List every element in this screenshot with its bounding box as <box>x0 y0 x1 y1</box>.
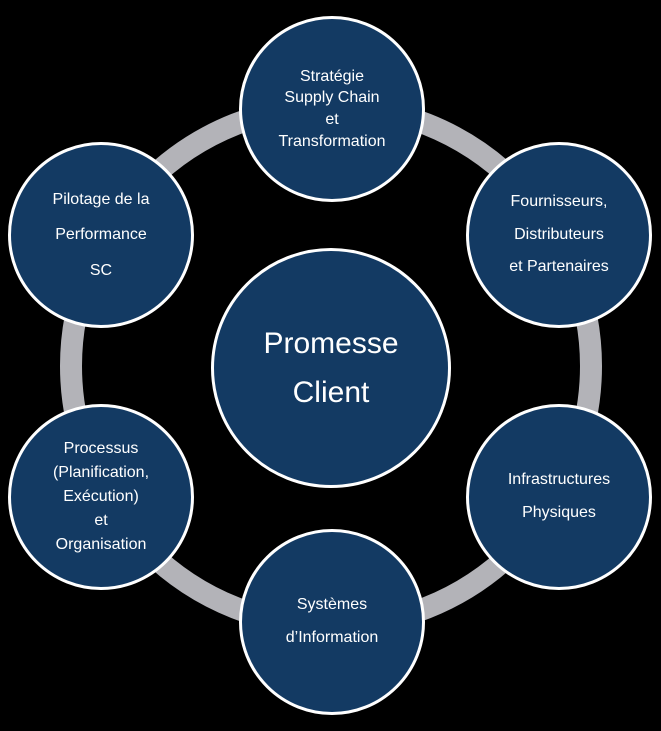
node-promesse-client-label: Promesse Client <box>263 326 399 410</box>
node-strategie-label: Stratégie Supply Chain et Transformation <box>278 67 386 150</box>
node-pilotage-label: Pilotage de la Performance SC <box>52 191 150 279</box>
node-processus-organisation: Processus (Planification, Exécution) et … <box>8 404 194 590</box>
node-promesse-client: Promesse Client <box>211 248 451 488</box>
node-infrastructures-physiques: Infrastructures Physiques <box>466 404 652 590</box>
node-strategie-supply-chain: Stratégie Supply Chain et Transformation <box>239 16 425 202</box>
node-pilotage-performance: Pilotage de la Performance SC <box>8 142 194 328</box>
node-fournisseurs-label: Fournisseurs, Distributeurs et Partenair… <box>509 192 609 276</box>
node-infrastructures-label: Infrastructures Physiques <box>507 471 611 521</box>
node-processus-label: Processus (Planification, Exécution) et … <box>52 440 150 553</box>
node-systemes-information: Systèmes d’Information <box>239 529 425 715</box>
node-fournisseurs-distributeurs: Fournisseurs, Distributeurs et Partenair… <box>466 142 652 328</box>
node-systemes-label: Systèmes d’Information <box>285 596 379 646</box>
